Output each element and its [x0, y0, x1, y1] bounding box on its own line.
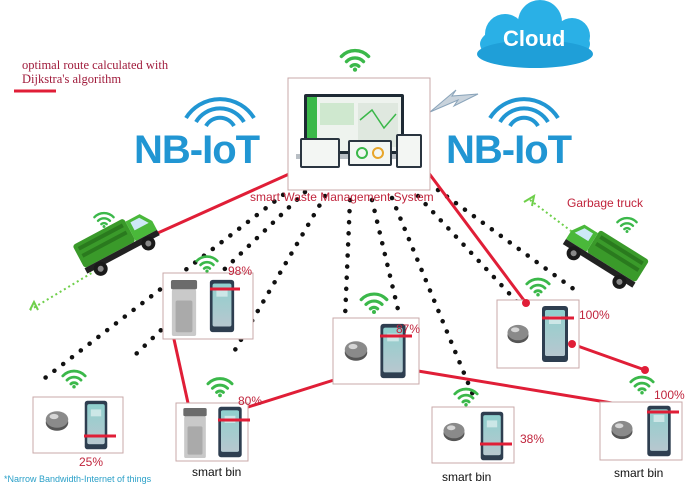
cloud-label: Cloud: [503, 26, 566, 51]
trash-bin-icon: [170, 280, 198, 336]
wifi-icon: [488, 97, 560, 128]
trash-bin-icon: [183, 408, 207, 458]
legend-line-1: optimal route calculated with: [22, 58, 169, 72]
legend-caption: optimal route calculated with Dijkstra's…: [22, 58, 168, 86]
trash-bin-icon: [84, 400, 108, 450]
bin-100b-percent: 100%: [654, 388, 685, 402]
legend-line-2: Dijkstra's algorithm: [22, 72, 122, 86]
trash-bin-icon: [218, 406, 242, 458]
bin-87-percent: 87%: [396, 322, 421, 336]
truck-paths: [29, 193, 576, 311]
smart-bin-80: [175, 376, 250, 462]
nbiot-label-left: NB-IoT: [134, 128, 260, 172]
sensor-icon: [611, 420, 633, 440]
lightning-icon: [429, 89, 479, 113]
bin-80-percent: 80%: [238, 394, 263, 408]
sensor-icon: [45, 411, 69, 431]
sensor-icon: [507, 324, 529, 344]
wifi-icon: [615, 216, 639, 235]
optimal-route: [138, 158, 647, 410]
bin-label-2: smart bin: [442, 470, 492, 484]
bin-98-percent: 98%: [228, 264, 253, 278]
system-label: smart Waste Management System: [250, 190, 434, 204]
smart-bin-100-b: [599, 375, 683, 461]
smart-bin-98: [162, 255, 254, 340]
bin-25-percent: 25%: [79, 455, 104, 469]
cloud-icon: [477, 0, 593, 68]
wifi-icon: [341, 51, 368, 72]
bin-38-percent: 38%: [520, 432, 545, 446]
smart-bin-87: [332, 292, 420, 385]
bin-label-1: smart bin: [192, 465, 242, 479]
monitor-icon: [287, 77, 431, 191]
wifi-icon: [184, 97, 256, 128]
bin-100a-percent: 100%: [579, 308, 610, 322]
sensor-icon: [443, 422, 465, 442]
bin-label-3: smart bin: [614, 466, 664, 480]
truck-label: Garbage truck: [567, 196, 644, 210]
nbiot-label-right: NB-IoT: [446, 128, 572, 172]
truck-icon: [558, 217, 650, 296]
smart-bin-38: [431, 387, 515, 464]
smart-bin-100-a: [496, 277, 580, 369]
route-nodes: [522, 299, 649, 374]
smart-bin-25: [32, 369, 124, 454]
footnote: *Narrow Bandwidth-Internet of things: [4, 474, 152, 484]
trash-bin-icon: [542, 306, 568, 362]
coverage-rays: [42, 185, 578, 398]
truck-icon: [72, 206, 164, 282]
sensor-icon: [344, 341, 368, 361]
trash-bin-icon: [480, 411, 504, 461]
